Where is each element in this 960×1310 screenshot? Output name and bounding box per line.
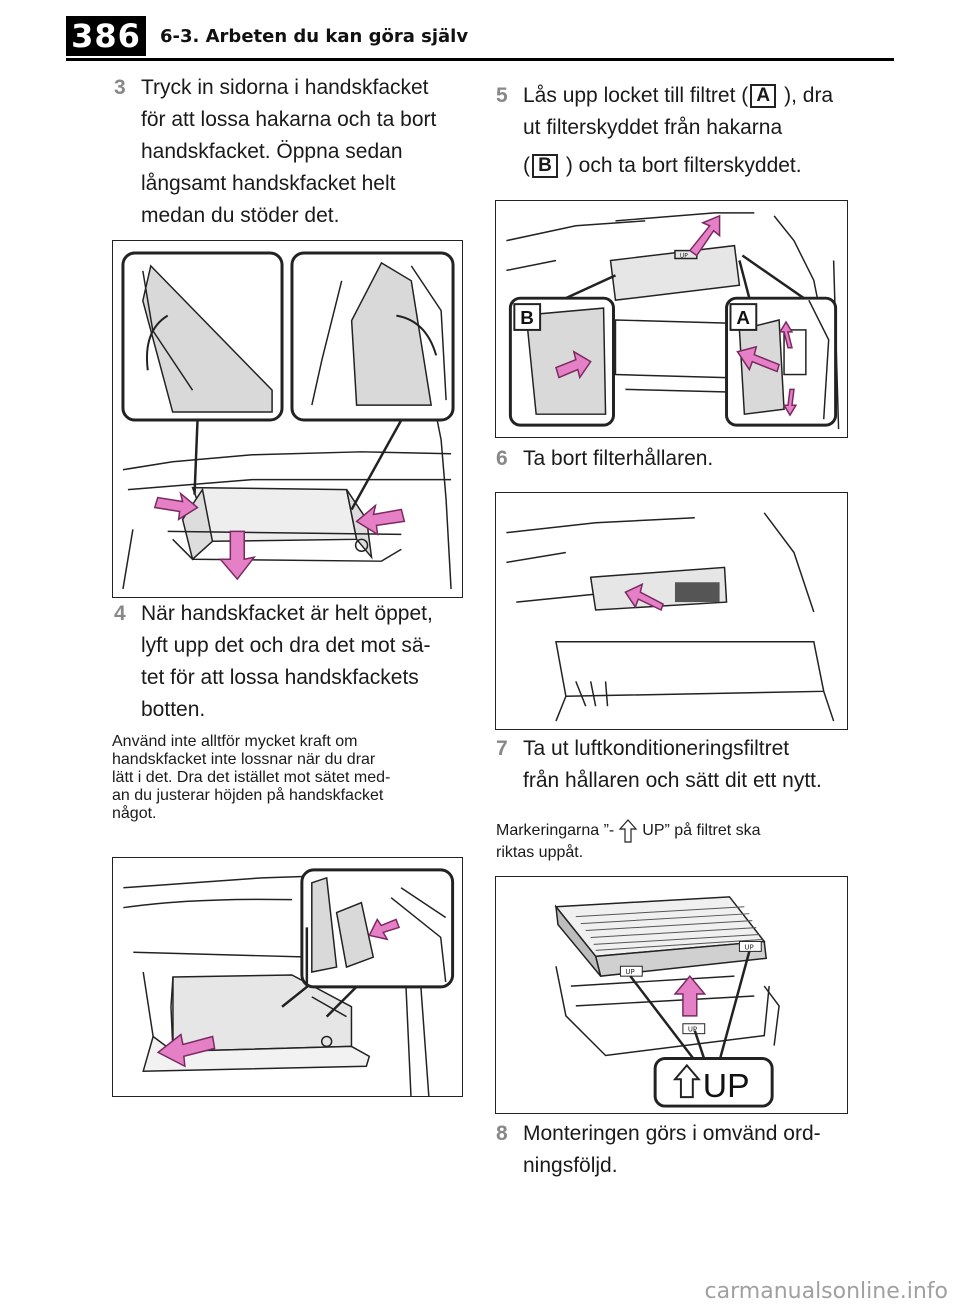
note-line: handskfacket inte lossnar när du drar (112, 751, 376, 768)
step-line: Ta bort filterhållaren. (523, 447, 714, 470)
page-number: 386 (66, 16, 146, 56)
step-line: När handskfacket är helt öppet, (141, 602, 433, 625)
step-4: 4 När handskfacket är helt öppet, lyft u… (114, 598, 474, 726)
step-text: ), dra (778, 84, 834, 107)
step-line: medan du stöder det. (141, 204, 340, 227)
step-line: ut filterskyddet från hakarna (523, 116, 783, 139)
step-5: 5 Lås upp locket till filtret (A ), dra … (496, 80, 896, 182)
watermark: carmanualsonline.info (704, 1279, 948, 1304)
up-mark-small: UP (680, 253, 688, 260)
step-line: långsamt handskfacket helt (141, 172, 396, 195)
note-line: Använd inte alltför mycket kraft om (112, 733, 358, 750)
step-line: handskfacket. Öppna sedan (141, 140, 403, 163)
step-line: ningsföljd. (523, 1154, 618, 1177)
step-line: botten. (141, 698, 206, 721)
figure-new-filter: UP UP UP UP (495, 876, 848, 1114)
figure-glovebox-bottom (112, 857, 463, 1097)
note-text: UP” på filtret ska (642, 822, 761, 840)
step-number: 7 (496, 737, 508, 760)
note-line: något. (112, 805, 157, 822)
up-mark-filter-left: UP (625, 968, 634, 976)
note-line: Markeringarna ”- UP” på filtret ska (496, 818, 896, 844)
note-step-4: Använd inte alltför mycket kraft om hand… (112, 733, 472, 823)
step-number: 3 (114, 76, 126, 99)
up-mark-tray: UP (688, 1026, 697, 1034)
label-b: B (520, 307, 534, 328)
label-b-box: B (532, 154, 558, 179)
note-step-7: Markeringarna ”- UP” på filtret ska rikta… (496, 818, 896, 862)
step-line: tet för att lossa handskfackets (141, 666, 419, 689)
step-line: från hållaren och sätt dit ett nytt. (523, 769, 822, 792)
step-8: 8 Monteringen görs i omvänd ord- ningsfö… (496, 1118, 896, 1182)
step-line: (B ) och ta bort filterskyddet. (496, 150, 896, 182)
step-number: 5 (496, 84, 508, 107)
step-7: 7 Ta ut luftkonditioneringsfiltret från … (496, 733, 896, 797)
label-a: A (736, 307, 750, 328)
figure-filter-holder (495, 492, 848, 730)
figure-glovebox-release (112, 240, 463, 598)
note-text: Markeringarna ”- (496, 822, 615, 840)
header-rule (66, 58, 894, 61)
step-line: Tryck in sidorna i handskfacket (141, 76, 429, 99)
section-title: 6-3. Arbeten du kan göra själv (160, 26, 469, 47)
step-text: ) och ta bort filterskyddet. (560, 154, 802, 177)
step-3: 3 Tryck in sidorna i handskfacket för at… (114, 72, 474, 232)
step-text: Lås upp locket till filtret ( (523, 84, 749, 107)
step-line: för att lossa hakarna och ta bort (141, 108, 437, 131)
up-mark-filter-right: UP (744, 943, 753, 951)
note-line: lätt i det. Dra det istället mot sätet m… (112, 769, 391, 786)
step-line: lyft upp det och dra det mot sä- (141, 634, 431, 657)
step-line: Lås upp locket till filtret (A ), dra (496, 80, 896, 112)
label-a-box: A (750, 84, 777, 109)
figure-filter-cover: UP B A (495, 200, 848, 438)
step-text: ( (523, 154, 530, 177)
step-number: 6 (496, 447, 508, 470)
up-mark-large: UP (703, 1067, 750, 1105)
step-number: 4 (114, 602, 126, 625)
step-line: Monteringen görs i omvänd ord- (523, 1122, 821, 1145)
note-line: riktas uppåt. (496, 844, 584, 861)
step-number: 8 (496, 1122, 508, 1145)
note-line: an du justerar höjden på handskfacket (112, 787, 384, 804)
step-6: 6 Ta bort filterhållaren. (496, 443, 896, 475)
up-arrow-icon (618, 818, 638, 844)
step-line: Ta ut luftkonditioneringsfiltret (523, 737, 790, 760)
